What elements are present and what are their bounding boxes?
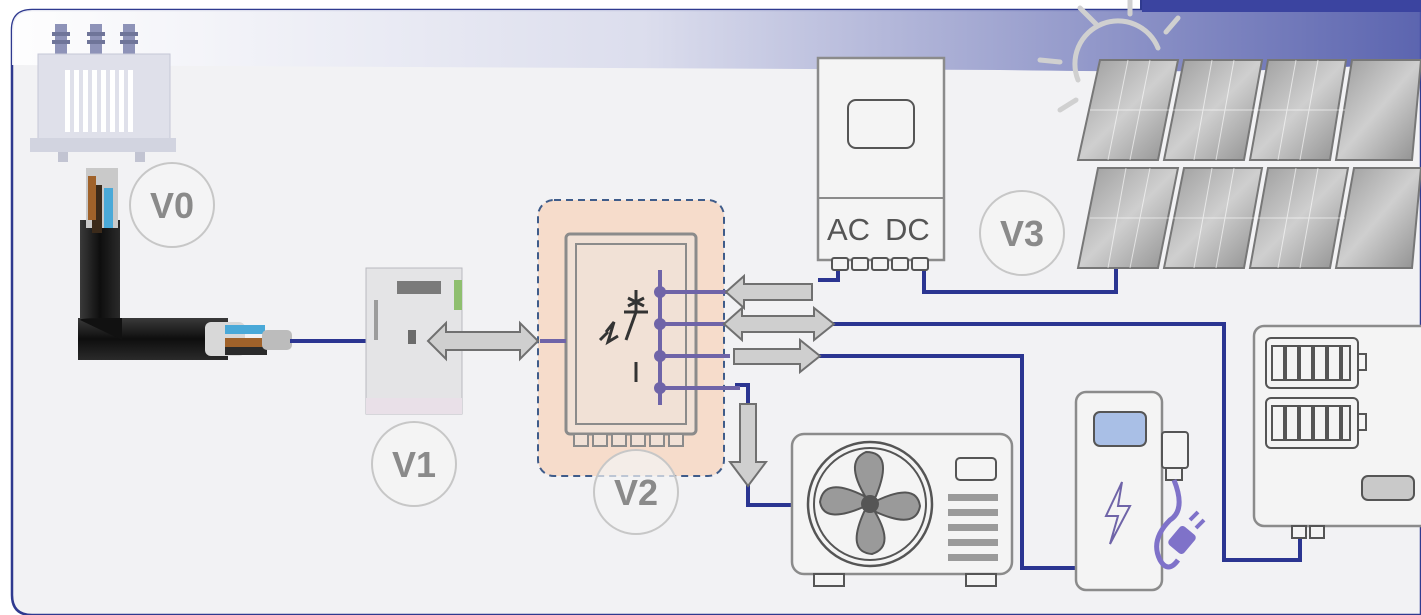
battery-icon bbox=[1252, 324, 1421, 539]
inverter-dc-label: DC bbox=[885, 212, 930, 247]
station-v3: V3 bbox=[979, 190, 1065, 276]
ev-charger-icon bbox=[1074, 390, 1206, 592]
solar-panel-icon bbox=[1076, 59, 1421, 269]
meter-switchboard-arrow bbox=[426, 320, 540, 362]
station-v2-label: V2 bbox=[614, 472, 658, 513]
heat-pump-icon bbox=[790, 432, 1014, 587]
switchboard-icon bbox=[537, 199, 740, 477]
charger-arrow bbox=[733, 337, 822, 375]
inverter-icon bbox=[816, 56, 946, 271]
header-logo bbox=[1142, 0, 1421, 12]
station-v3-label: V3 bbox=[1000, 213, 1044, 254]
cable-icon bbox=[78, 168, 292, 360]
station-v0-label: V0 bbox=[150, 185, 194, 226]
heat-pump-arrow bbox=[728, 403, 768, 488]
station-v2: V2 bbox=[593, 449, 679, 535]
sun-icon bbox=[1037, 0, 1181, 113]
station-v0: V0 bbox=[129, 162, 215, 248]
plug-icon bbox=[1168, 510, 1206, 554]
station-v1: V1 bbox=[371, 421, 457, 507]
inverter-ac-label: AC bbox=[827, 212, 870, 247]
bolt-icon bbox=[1104, 481, 1132, 545]
battery-arrow bbox=[722, 305, 836, 343]
transformer-icon bbox=[30, 24, 176, 162]
flow-arrows bbox=[426, 273, 836, 488]
inverter-arrow bbox=[724, 273, 813, 311]
station-v1-label: V1 bbox=[392, 444, 436, 485]
